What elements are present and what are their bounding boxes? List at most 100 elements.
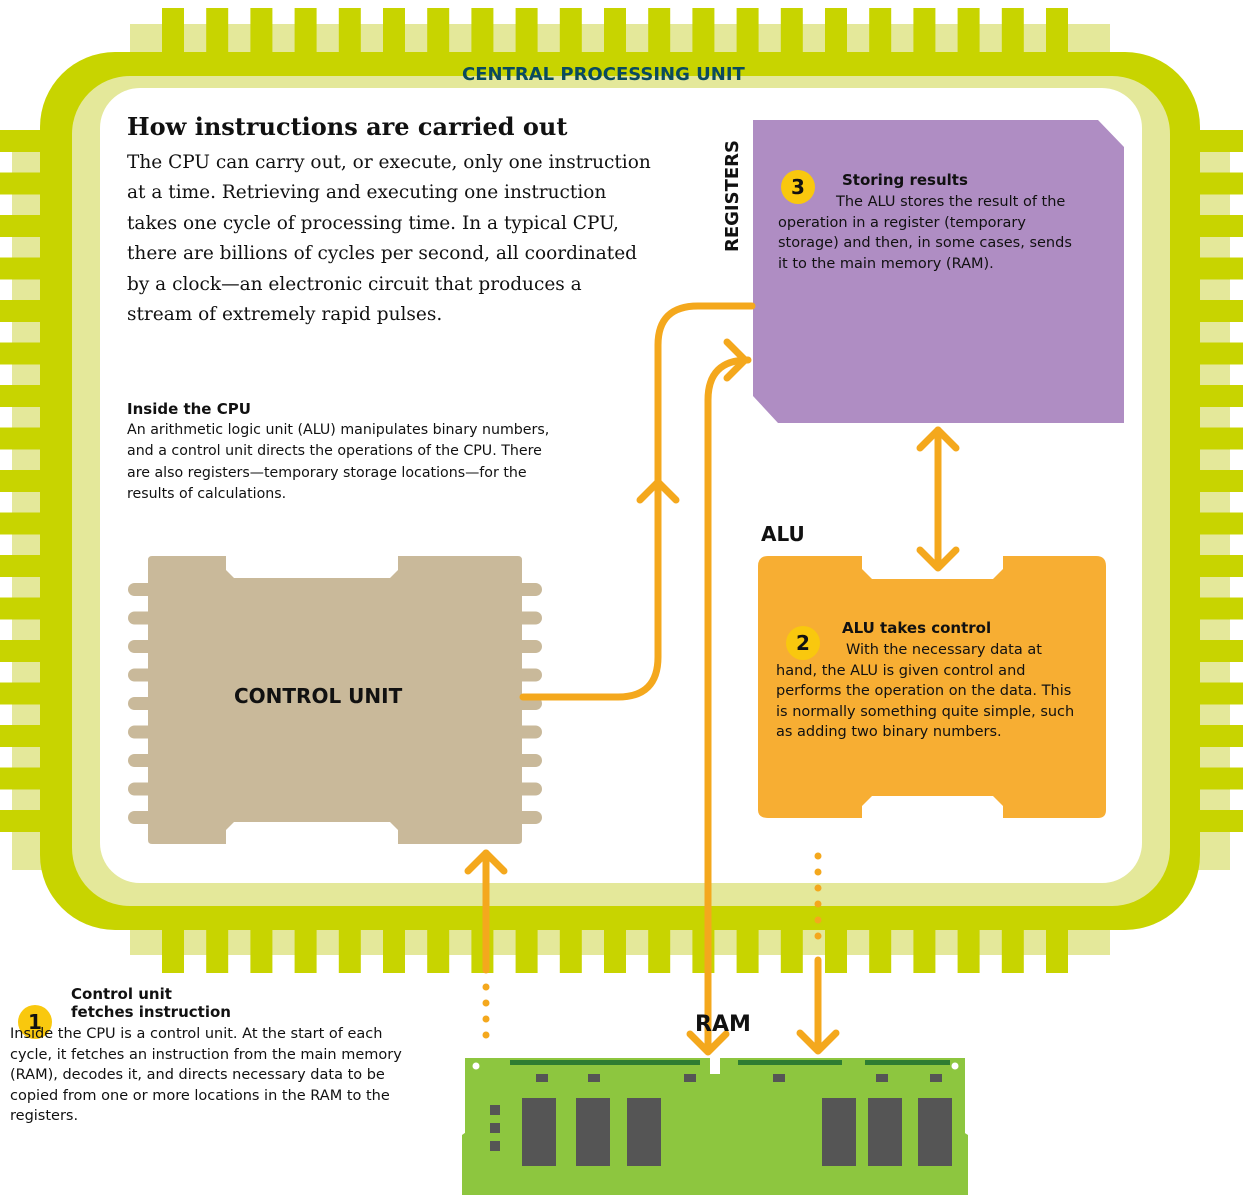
chip-pin-bottom (1046, 925, 1068, 973)
chip-pin-top (383, 8, 405, 56)
ram-chip (868, 1098, 902, 1166)
chip-pin-bottom (250, 925, 273, 973)
alu-label: ALU (761, 522, 805, 546)
ram-chip (822, 1098, 856, 1166)
chip-pin-top (604, 8, 626, 56)
chip-pin-bottom (338, 925, 361, 973)
chip-pin-right (1193, 342, 1243, 365)
control-unit-pin-right (512, 725, 542, 739)
chip-pin-top (471, 8, 494, 56)
step-1-description: Inside the CPU is a control unit. At the… (10, 1026, 402, 1125)
step-2-title: ALU takes control (842, 619, 992, 637)
chip-pin-top (1001, 8, 1024, 56)
chip-pin-right (1193, 257, 1243, 280)
arrow-cu-to-registers (519, 302, 756, 701)
chip-pin-left (0, 512, 50, 535)
step-1-title-line1: Control unit (71, 985, 172, 1003)
ram-chips (490, 1060, 952, 1166)
chip-pin-bottom (294, 925, 317, 973)
chip-pin-top (648, 8, 671, 56)
chip-pin-left (0, 300, 50, 322)
chip-pin-right (1193, 682, 1243, 705)
chip-pin-bottom (427, 925, 450, 973)
chip-pin-left (0, 172, 50, 195)
chip-pin-bottom (559, 925, 582, 973)
ram-small-component (773, 1074, 785, 1082)
chip-pin-bottom (604, 925, 626, 973)
chip-pin-left (0, 725, 50, 747)
ram-small-component (930, 1074, 942, 1082)
chip-pin-top (780, 8, 803, 56)
chip-pin-bottom (383, 925, 405, 973)
alu-block (758, 556, 1106, 818)
chip-pin-left (0, 130, 50, 152)
ram-contacts (510, 1060, 700, 1065)
chip-pin-bottom (206, 925, 229, 973)
ram-chip (522, 1098, 556, 1166)
chip-pin-left (0, 427, 50, 450)
control-unit-pin-right (512, 754, 542, 767)
chip-pin-top (427, 8, 450, 56)
ram-small-component (490, 1105, 500, 1115)
chip-pin-bottom (825, 925, 847, 973)
step-3-description: The ALU stores the result of the operati… (778, 194, 1072, 272)
ram-chip (627, 1098, 661, 1166)
chip-pin-top (162, 8, 184, 56)
flow-arrows (464, 302, 960, 1056)
chip-pin-bottom (736, 925, 759, 973)
chip-pin-top (957, 8, 980, 56)
control-unit-label: CONTROL UNIT (234, 684, 403, 708)
cpu-title: CENTRAL PROCESSING UNIT (462, 64, 745, 85)
step-1-title-line2: fetches instruction (71, 1003, 231, 1021)
control-unit-pin-left (128, 754, 158, 767)
inside-cpu-paragraph: An arithmetic logic unit (ALU) manipulat… (127, 422, 550, 502)
chip-pin-top (250, 8, 273, 56)
chip-pin-bottom (913, 925, 936, 973)
chip-pin-top (913, 8, 936, 56)
ram-small-component (588, 1074, 600, 1082)
chip-pin-left (0, 215, 50, 237)
chip-pin-left (0, 597, 50, 620)
chip-pin-right (1193, 810, 1243, 832)
chip-pin-left (0, 810, 50, 832)
chip-pin-bottom (471, 925, 494, 973)
chip-pin-bottom (648, 925, 671, 973)
chip-pin-top (559, 8, 582, 56)
chip-pin-right (1193, 725, 1243, 747)
control-unit-pin-left (128, 782, 158, 796)
ram-label: RAM (695, 1012, 751, 1037)
chip-pin-bottom (1001, 925, 1024, 973)
chip-pin-right (1193, 300, 1243, 322)
chip-pin-top (736, 8, 759, 56)
ram-small-component (490, 1123, 500, 1133)
chip-pin-left (0, 342, 50, 365)
dotted-links (482, 852, 822, 1039)
control-unit-block (148, 556, 522, 844)
chip-pin-top (206, 8, 229, 56)
ram-small-component (684, 1074, 696, 1082)
control-unit-pin-left (128, 640, 158, 653)
intro-heading: How instructions are carried out (127, 112, 568, 141)
control-unit-pins (128, 583, 542, 824)
chip-pin-right (1193, 512, 1243, 535)
intro-paragraph: The CPU can carry out, or execute, only … (127, 152, 651, 326)
chip-pin-bottom (515, 925, 538, 973)
chip-pin-right (1193, 555, 1243, 577)
control-unit-pin-right (512, 640, 542, 653)
chip-pin-right (1193, 215, 1243, 237)
chip-pin-left (0, 470, 50, 492)
step-1-badge: 1 (18, 1005, 52, 1039)
control-unit-pin-right (512, 668, 542, 682)
control-unit-pin-left (128, 811, 158, 824)
chip-pin-right (1193, 767, 1243, 790)
chip-pin-left (0, 767, 50, 790)
chip-pin-right (1193, 172, 1243, 195)
chip-pin-top (515, 8, 538, 56)
chip-pin-top (869, 8, 892, 56)
chip-pin-top (692, 8, 715, 56)
step-3-title: Storing results (842, 171, 968, 189)
chip-pin-left (0, 257, 50, 280)
chip-pin-right (1193, 597, 1243, 620)
chip-pin-bottom (869, 925, 892, 973)
